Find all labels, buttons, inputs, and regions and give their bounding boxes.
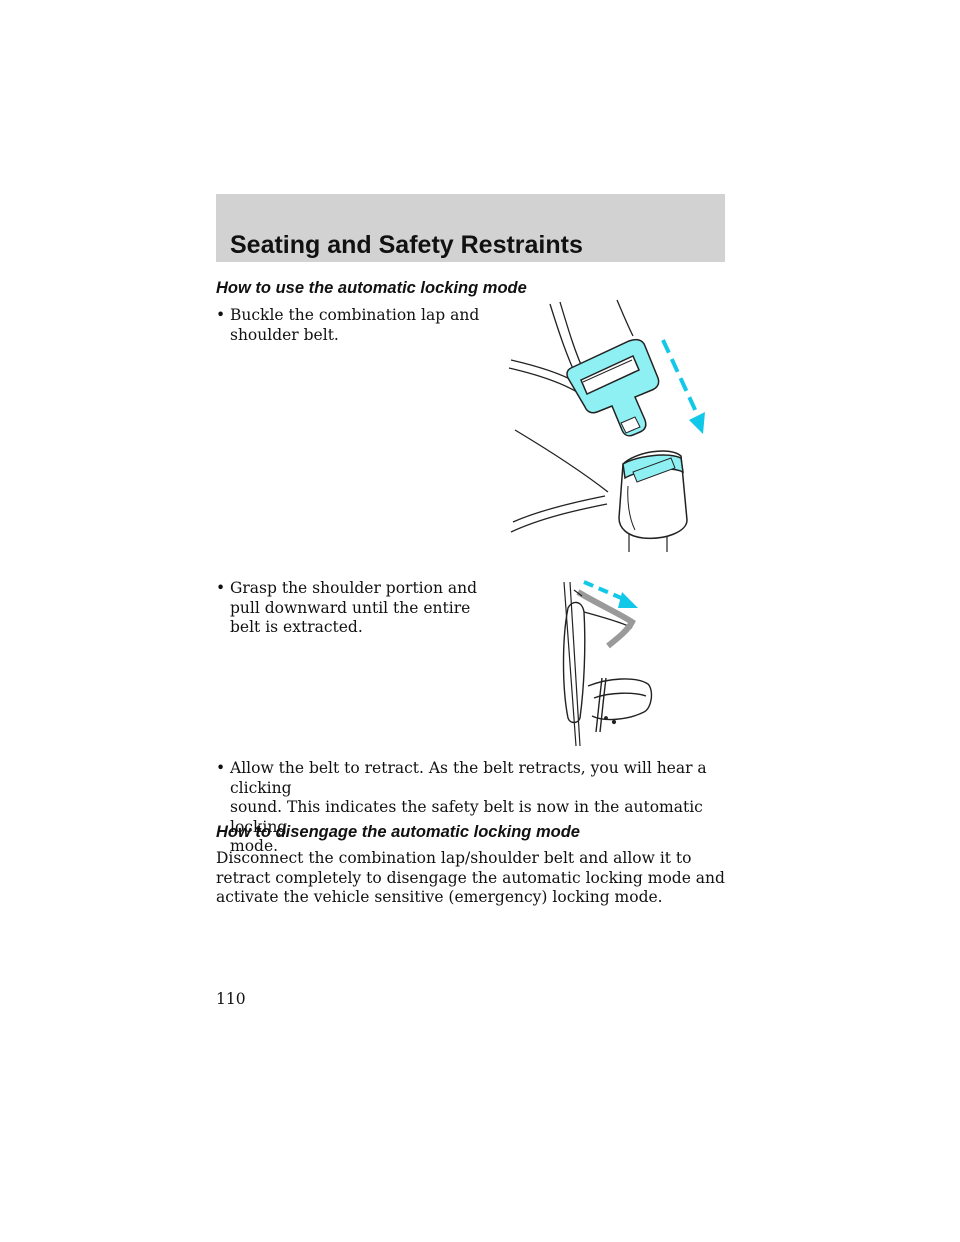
bullet-marker: • bbox=[216, 306, 226, 324]
bullet-allow-retract: • Allow the belt to retract. As the belt… bbox=[216, 759, 736, 857]
bullet-pull-shoulder: • Grasp the shoulder portion and pull do… bbox=[216, 579, 477, 638]
bullet-marker: • bbox=[216, 759, 226, 777]
seat-belt-pull-illustration bbox=[562, 580, 653, 747]
heading-use-automatic-locking: How to use the automatic locking mode bbox=[216, 279, 527, 297]
section-title: Seating and Safety Restraints bbox=[230, 231, 583, 259]
section-header-band: Seating and Safety Restraints bbox=[216, 194, 725, 262]
bullet-marker: • bbox=[216, 579, 226, 597]
bullet-text: Grasp the shoulder portion and pull down… bbox=[230, 579, 478, 636]
disengage-paragraph: Disconnect the combination lap/shoulder … bbox=[216, 849, 725, 906]
bullet-text: Allow the belt to retract. As the belt r… bbox=[230, 759, 707, 855]
heading-disengage-automatic-locking: How to disengage the automatic locking m… bbox=[216, 823, 580, 841]
bullet-buckle-belt: • Buckle the combination lap and shoulde… bbox=[216, 306, 479, 345]
buckle-illustration bbox=[508, 299, 705, 552]
page-number: 110 bbox=[216, 990, 246, 1008]
bullet-text: Buckle the combination lap and shoulder … bbox=[230, 306, 480, 344]
